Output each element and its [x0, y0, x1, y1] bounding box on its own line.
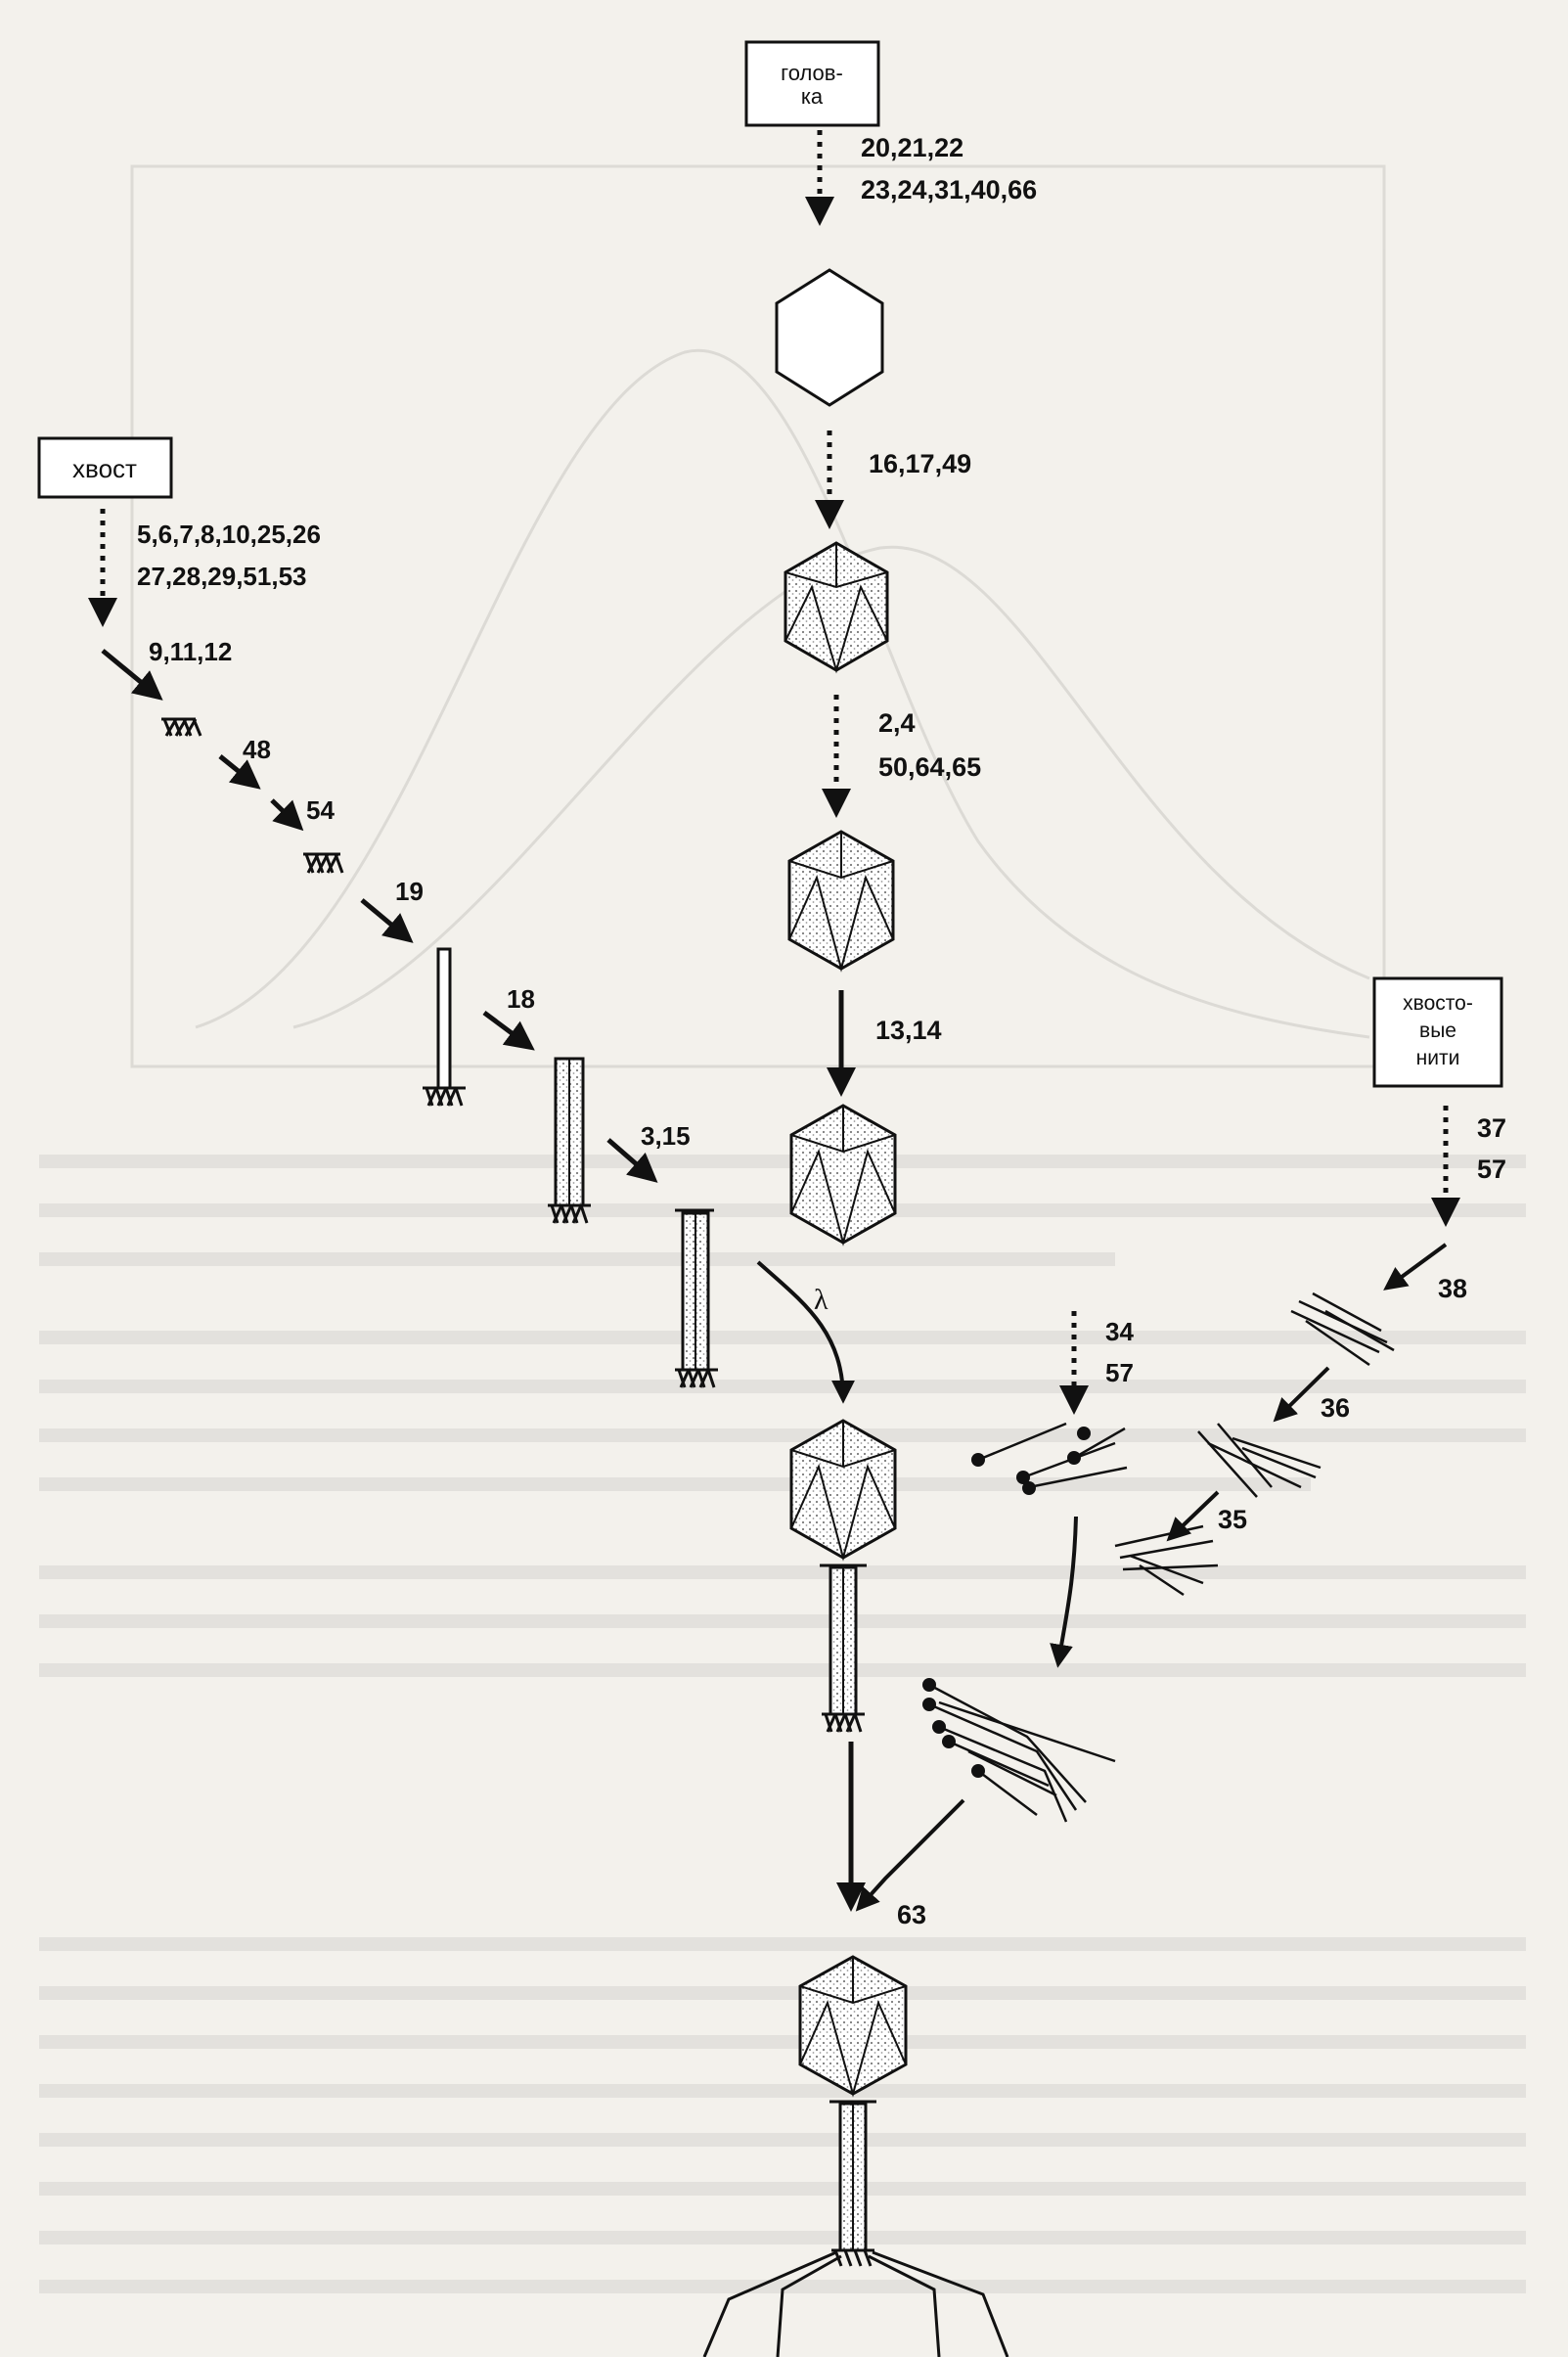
- label-genes-5-26: 5,6,7,8,10,25,26: [137, 520, 321, 549]
- label-gene-34: 34: [1105, 1317, 1134, 1346]
- tail-tube: [423, 947, 466, 1107]
- label-genes-16-17-49: 16,17,49: [869, 449, 971, 478]
- prohead-hexagon: [775, 268, 884, 407]
- label-gene-19: 19: [395, 877, 424, 906]
- arrow-genes-3-15: [606, 1138, 658, 1183]
- proximal-half-fibers: [971, 1422, 1128, 1495]
- arrow-head-joining: [756, 1260, 855, 1404]
- label-genes-9-11-12: 9,11,12: [149, 637, 232, 666]
- label-gene-38: 38: [1438, 1274, 1467, 1303]
- label-genes-50-64-65: 50,64,65: [878, 752, 981, 782]
- label-gene-54: 54: [306, 795, 335, 825]
- label-gene-35: 35: [1218, 1505, 1247, 1534]
- fibers-box-line-2: вые: [1419, 1020, 1456, 1042]
- bleed-through-background: [130, 164, 1386, 1068]
- label-gene-57a: 57: [1477, 1155, 1506, 1184]
- bleed-through-text-lines: [39, 1155, 1526, 2293]
- label-gene-36: 36: [1321, 1393, 1350, 1423]
- half-fibers: [1197, 1423, 1322, 1498]
- head-box-line-2: ка: [801, 84, 824, 109]
- tail-fibers-box: хвосто- вые нити: [1372, 976, 1503, 1088]
- arrow-gene-18: [482, 1010, 535, 1051]
- distal-half-fibers: [1290, 1292, 1395, 1367]
- label-genes-23-66: 23,24,31,40,66: [861, 175, 1037, 204]
- baseplate-2: [303, 852, 344, 874]
- head-tail-particle: [789, 1419, 897, 1733]
- arrow-gene-38: [1383, 1243, 1448, 1291]
- label-gene-63: 63: [897, 1900, 926, 1929]
- label-gene-18: 18: [507, 984, 535, 1014]
- label-genes-3-15: 3,15: [641, 1121, 691, 1151]
- assembled-fibers: [1114, 1524, 1219, 1597]
- lambda-mark: λ: [814, 1284, 829, 1316]
- arrow-gene-35: [1166, 1490, 1220, 1542]
- arrow-gene-48: [218, 754, 261, 790]
- sheathed-tail: [548, 1057, 591, 1224]
- fibers-box-line-1: хвосто-: [1403, 992, 1473, 1015]
- arrow-fibers-to-joining: [1050, 1516, 1078, 1668]
- label-gene-48: 48: [243, 735, 271, 764]
- baseplate-1: [161, 717, 202, 737]
- mature-phage: [702, 1955, 1009, 2357]
- filled-head: [789, 1104, 897, 1246]
- completed-tail: [675, 1208, 718, 1388]
- tail-fibers: [702, 2250, 1009, 2357]
- arrow-gene-36: [1273, 1366, 1330, 1423]
- label-gene-57b: 57: [1105, 1358, 1134, 1387]
- arrow-gene-54: [270, 798, 304, 832]
- head-box: голов- ка: [744, 40, 880, 127]
- label-genes-20-22: 20,21,22: [861, 133, 963, 162]
- label-genes-13-14: 13,14: [875, 1016, 942, 1045]
- head-box-line-1: голов-: [781, 61, 843, 85]
- capsid-icosahedron-2: [787, 830, 895, 973]
- tail-box: хвост: [37, 436, 173, 499]
- fibers-box-line-3: нити: [1416, 1047, 1460, 1069]
- fiber-complex: [922, 1678, 1116, 1823]
- tail-box-label: хвост: [72, 454, 137, 483]
- label-genes-27-53: 27,28,29,51,53: [137, 562, 307, 591]
- label-gene-37: 37: [1477, 1113, 1506, 1143]
- label-genes-2-4: 2,4: [878, 708, 916, 738]
- capsid-icosahedron-1: [784, 541, 889, 674]
- arrow-genes-9-11-12: [101, 649, 163, 701]
- arrow-gene-19: [360, 898, 414, 943]
- arrow-gene-63: [855, 1798, 965, 1912]
